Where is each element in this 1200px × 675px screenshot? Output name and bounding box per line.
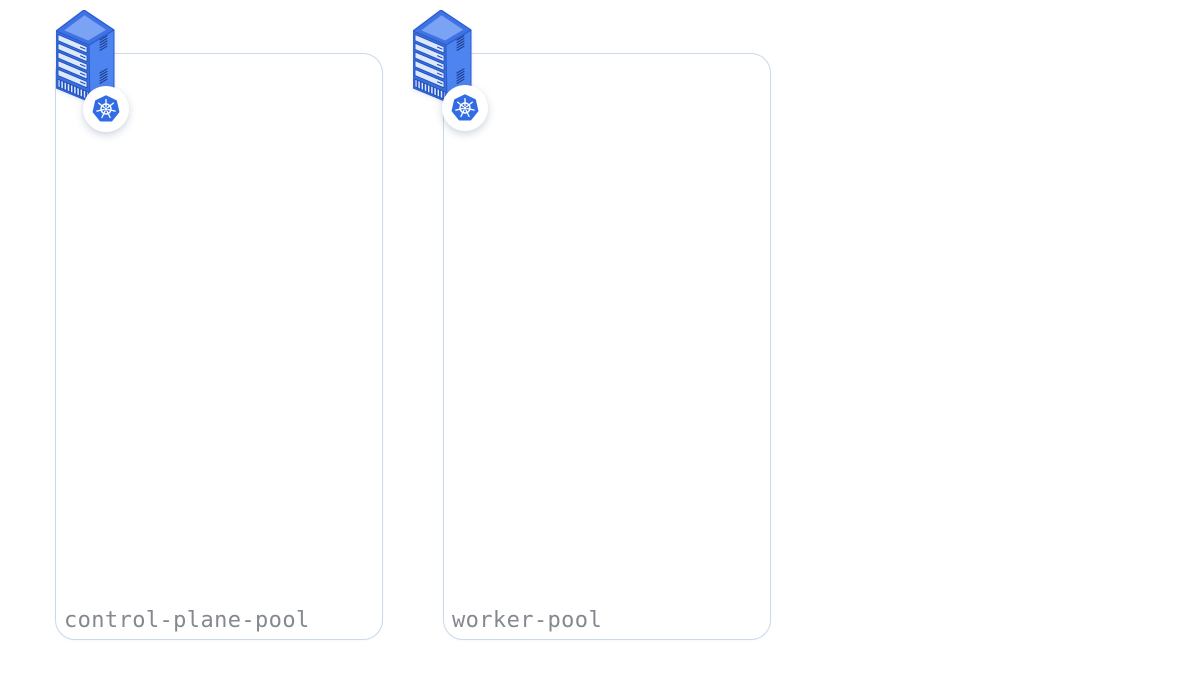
pool-label-control-plane: control-plane-pool	[64, 608, 310, 633]
pool-panel-worker: worker-pool	[443, 53, 771, 640]
kubernetes-badge	[442, 85, 488, 131]
kubernetes-icon	[92, 95, 120, 122]
pool-panel-control-plane: control-plane-pool	[55, 53, 383, 640]
pool-label-worker: worker-pool	[452, 608, 603, 633]
kubernetes-icon	[451, 94, 479, 121]
kubernetes-badge	[83, 86, 129, 132]
